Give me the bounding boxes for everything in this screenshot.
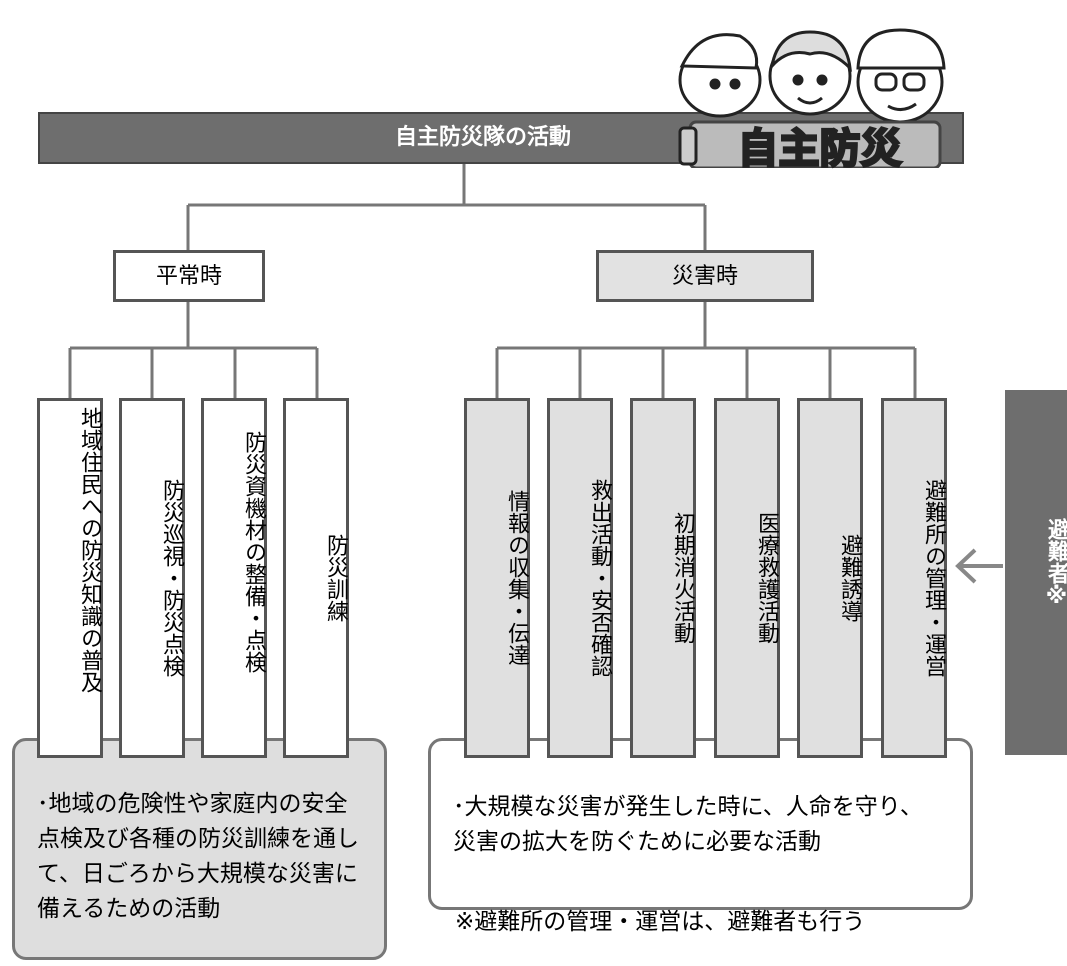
footnote: ※避難所の管理・運営は、避難者も行う	[455, 909, 866, 935]
activity-box: 防災訓練	[283, 398, 349, 758]
activity-box: 地域住民への防災知識の普及	[37, 398, 103, 758]
activity-label: 初期消火活動	[670, 512, 695, 644]
diagram-title: 自主防災隊の活動	[395, 125, 572, 150]
arrow-left-icon	[955, 548, 1003, 584]
activity-box: 医療救護活動	[714, 398, 780, 758]
activity-box: 初期消火活動	[630, 398, 696, 758]
activity-label: 医療救護活動	[754, 512, 779, 644]
activity-box: 情報の収集・伝達	[464, 398, 530, 758]
disaster-note-text: ･大規模な災害が発生した時に、人命を守り、災害の拡大を防ぐために必要な活動	[453, 794, 923, 855]
evacuee-label: 避難者※	[1044, 518, 1067, 609]
activity-label: 情報の収集・伝達	[504, 490, 529, 666]
activity-label: 地域住民への防災知識の普及	[77, 407, 102, 693]
activity-label: 避難誘導	[837, 534, 862, 622]
activity-box: 避難誘導	[797, 398, 863, 758]
activity-box: 防災巡視・防災点検	[119, 398, 185, 758]
activity-label: 避難所の管理・運営	[921, 479, 946, 677]
activity-box: 防災資機材の整備・点検	[201, 398, 267, 758]
disaster-note-box: ･大規模な災害が発生した時に、人命を守り、災害の拡大を防ぐために必要な活動	[428, 738, 973, 910]
activity-label: 防災資機材の整備・点検	[241, 431, 266, 673]
activity-box: 救出活動・安否確認	[547, 398, 613, 758]
logo-text: 自主防災	[737, 125, 903, 174]
activity-box: 避難所の管理・運営	[881, 398, 947, 758]
activity-label: 防災巡視・防災点検	[159, 479, 184, 677]
phase-normal-box: 平常時	[113, 250, 265, 302]
normal-note-text: ･地域の危険性や家庭内の安全点検及び各種の防災訓練を通して、日ごろから大規模な災…	[37, 791, 359, 922]
activity-label: 防災訓練	[323, 534, 348, 622]
phase-disaster-box: 災害時	[596, 250, 814, 302]
phase-normal-label: 平常時	[155, 264, 222, 289]
evacuee-panel: 避難者※	[1005, 390, 1067, 755]
activity-label: 救出活動・安否確認	[587, 479, 612, 677]
phase-disaster-label: 災害時	[671, 264, 738, 289]
normal-note-box: ･地域の危険性や家庭内の安全点検及び各種の防災訓練を通して、日ごろから大規模な災…	[12, 738, 387, 960]
mascot-logo-icon	[678, 28, 946, 168]
